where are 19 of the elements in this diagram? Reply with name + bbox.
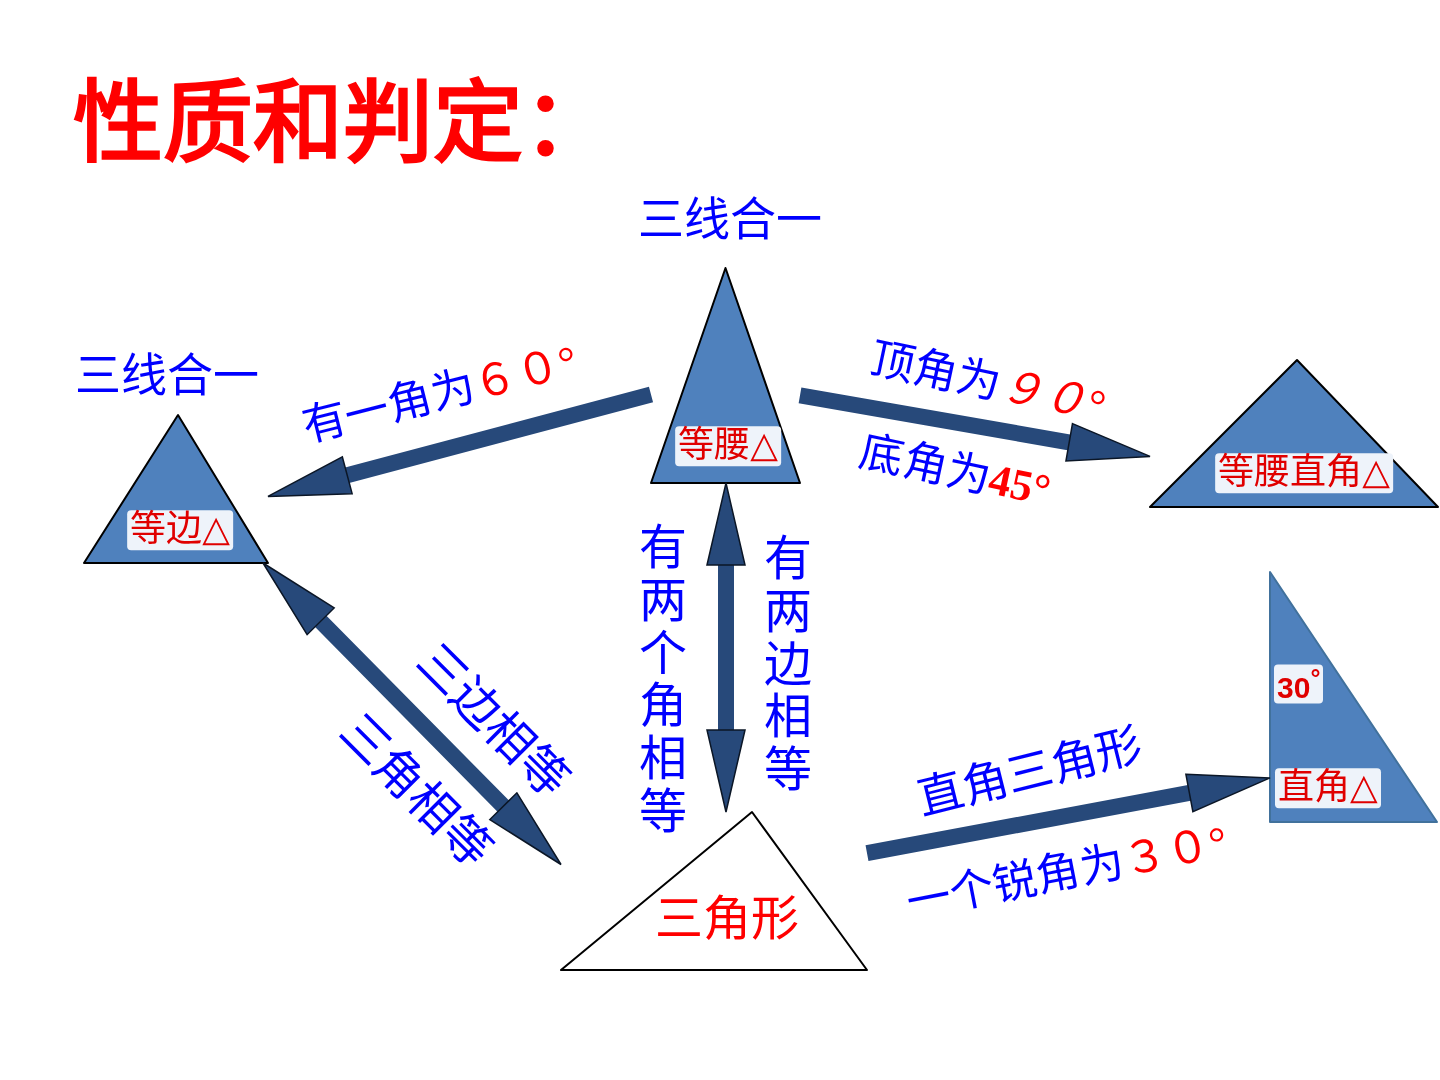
property-note: 三线合一 — [75, 349, 259, 403]
right-triangle — [1270, 572, 1437, 822]
triangle-label: 等边△ — [127, 510, 233, 550]
isosceles-triangle — [651, 268, 800, 483]
edge-label: 有两边相等 — [764, 533, 812, 797]
isosceles-right-triangle — [1150, 360, 1438, 507]
property-note: 三线合一 — [638, 193, 822, 247]
block-arrow — [798, 387, 1152, 465]
condition-label: 有两个角相等 — [639, 521, 687, 839]
triangle-label: 三角形 — [655, 892, 799, 946]
triangle-label: 等腰△ — [675, 426, 781, 466]
triangle-label: 等腰直角△ — [1215, 453, 1393, 493]
edge-label: 有一角为６０° — [297, 336, 583, 454]
double-headed-arrow — [706, 482, 746, 813]
block-arrow — [865, 770, 1272, 861]
triangle-label: 直角△ — [1275, 768, 1381, 808]
angle-label: 30$^{°}$ — [1274, 664, 1324, 704]
equilateral-triangle — [84, 415, 268, 563]
title: 性质和判定： — [73, 78, 613, 168]
